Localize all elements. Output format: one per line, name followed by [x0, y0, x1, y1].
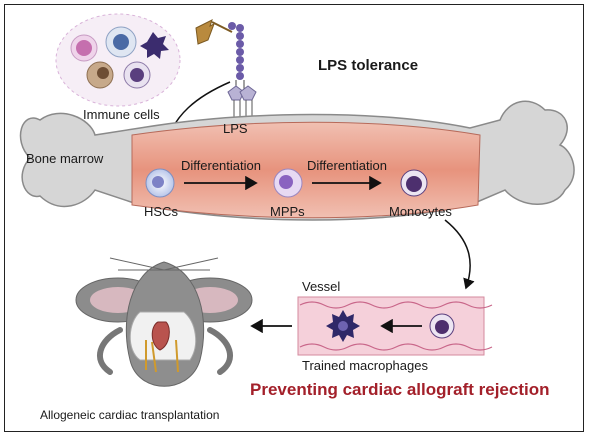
immune-cells-cluster — [55, 13, 181, 107]
mouse-illustration — [75, 257, 253, 387]
differentiation-label-2: Differentiation — [307, 158, 387, 173]
mpps-label: MPPs — [270, 204, 305, 219]
hsc-cell — [145, 168, 175, 198]
vessel-label: Vessel — [302, 279, 341, 294]
bone-marrow-label: Bone marrow — [26, 151, 104, 166]
monocyte-to-vessel-arrow — [444, 219, 475, 290]
outcome-label: Preventing cardiac allograft rejection — [250, 380, 550, 399]
monocytes-label: Monocytes — [389, 204, 452, 219]
diagram-title: LPS tolerance — [318, 57, 419, 74]
hscs-label: HSCs — [144, 204, 178, 219]
trained-macrophages-label: Trained macrophages — [302, 358, 428, 373]
vessel — [297, 296, 493, 356]
immune-cells-label: Immune cells — [83, 107, 160, 122]
transplantation-label: Allogeneic cardiac transplantation — [40, 408, 220, 422]
differentiation-label-1: Differentiation — [181, 158, 261, 173]
lps-label: LPS — [223, 121, 248, 136]
monocyte-cell — [400, 169, 428, 197]
mpp-cell — [273, 168, 303, 198]
lps-molecule — [195, 19, 257, 118]
